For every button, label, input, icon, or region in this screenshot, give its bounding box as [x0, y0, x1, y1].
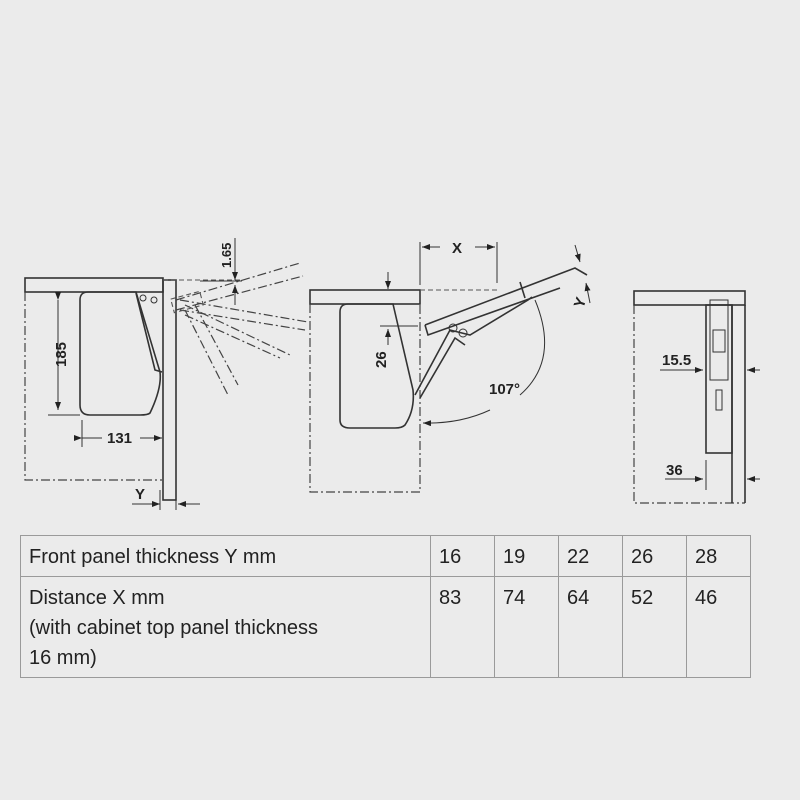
table-cell: 28	[686, 535, 751, 577]
specification-table: Front panel thickness Y mm 16 19 22 26 2…	[20, 535, 751, 678]
open-position-view: X 26 107° Y	[309, 240, 591, 493]
table-cell: 22	[558, 535, 623, 577]
dim-15-5: 15.5	[662, 352, 691, 369]
row-label-line: Distance X mm	[29, 587, 165, 609]
table-cell: 64	[558, 576, 623, 678]
table-cell: 83	[430, 576, 495, 678]
table-row: Front panel thickness Y mm 16 19 22 26 2…	[20, 535, 751, 577]
side-view: 15.5 36	[633, 290, 760, 504]
dim-36: 36	[666, 462, 683, 479]
table-cell: 46	[686, 576, 751, 678]
dim-y-mid: Y	[571, 295, 590, 310]
dim-y-left: Y	[135, 486, 145, 503]
dim-1-65: 1.65	[219, 243, 234, 268]
table-cell: 74	[494, 576, 559, 678]
dim-107-degrees: 107°	[489, 381, 520, 398]
row-label: Front panel thickness Y mm	[20, 535, 431, 577]
dim-185: 185	[53, 342, 70, 367]
table-row: Distance X mm (with cabinet top panel th…	[20, 576, 751, 678]
table-cell: 52	[622, 576, 687, 678]
closed-position-view: 185 131 Y 1.65	[24, 238, 309, 510]
row-label-line: (with cabinet top panel thickness	[29, 617, 319, 639]
dim-x: X	[452, 240, 462, 257]
table-cell: 16	[430, 535, 495, 577]
lift-mechanism-diagram: 185 131 Y 1.65 X 26 107° Y	[24, 238, 760, 510]
row-label: Distance X mm (with cabinet top panel th…	[20, 576, 431, 678]
table-cell: 26	[622, 535, 687, 577]
dim-131: 131	[107, 430, 132, 447]
row-label-line: 16 mm)	[29, 647, 97, 669]
table-cell: 19	[494, 535, 559, 577]
dim-26: 26	[373, 351, 390, 368]
